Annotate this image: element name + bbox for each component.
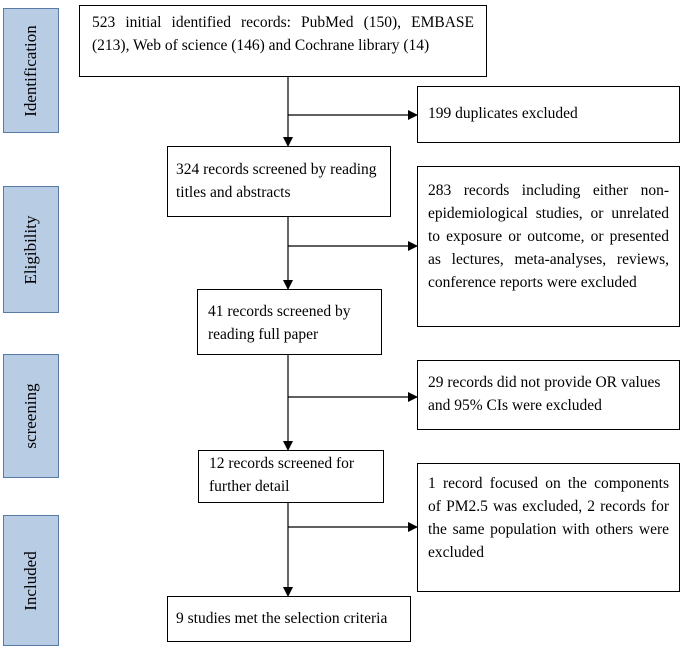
box-included: 9 studies met the selection criteria xyxy=(167,596,411,642)
box-identified: 523 initial identified records: PubMed (… xyxy=(79,5,487,77)
box-screened-titles: 324 records screened by reading titles a… xyxy=(167,146,391,217)
box-excluded-detail: 1 record focused on the components of PM… xyxy=(417,463,680,592)
stage-screening: screening xyxy=(3,354,59,478)
stage-included: Included xyxy=(3,515,59,646)
box-screened-full: 41 records screened by reading full pape… xyxy=(197,289,382,355)
box-excluded-or: 29 records did not provide OR values and… xyxy=(417,360,680,430)
box-excluded-titles: 283 records including either non-epidemi… xyxy=(417,166,680,327)
box-duplicates: 199 duplicates excluded xyxy=(417,86,680,143)
stage-identification: Identification xyxy=(3,8,59,133)
stage-eligibility: Eligibility xyxy=(3,186,59,313)
box-screened-detail: 12 records screened for further detail xyxy=(198,450,384,503)
